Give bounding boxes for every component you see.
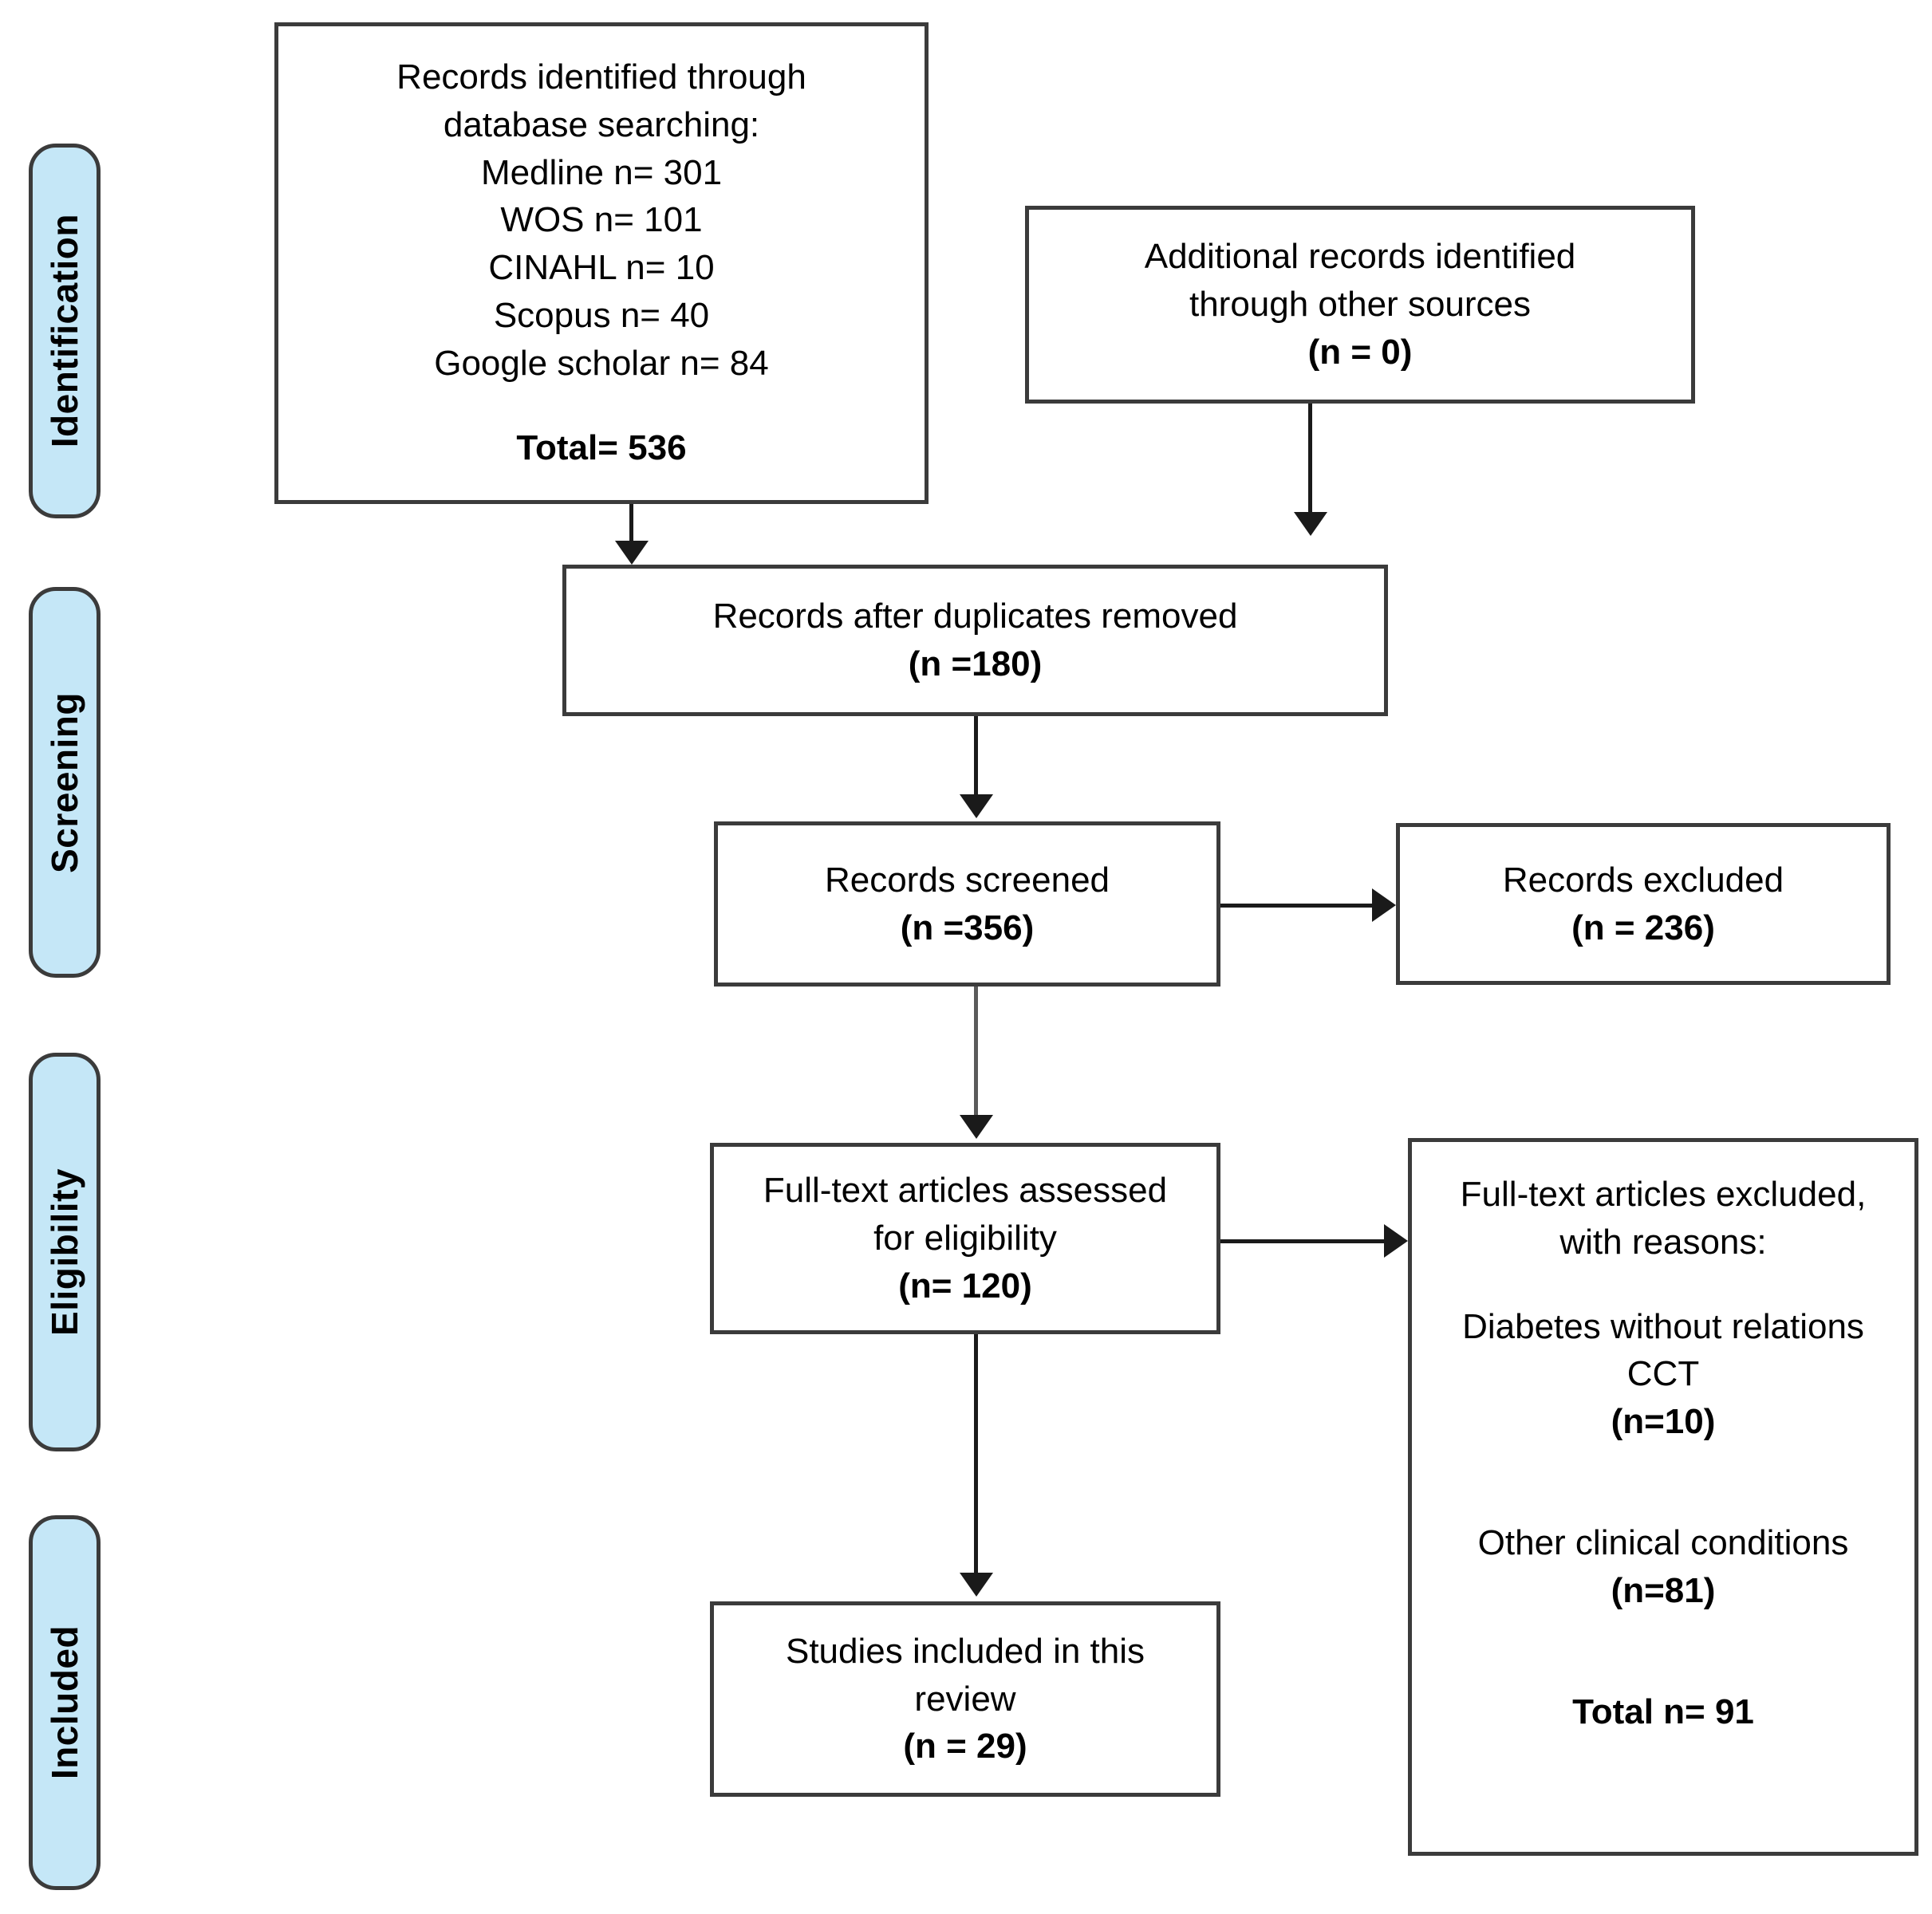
connector-additional-to-duplicates xyxy=(1308,404,1312,515)
connector-screened-to-excluded xyxy=(1220,904,1376,908)
box-line: for eligibility xyxy=(873,1219,1057,1258)
box-additional-records: Additional records identified through ot… xyxy=(1025,206,1695,404)
box-line: Studies included in this xyxy=(785,1631,1145,1671)
box-fulltext-assessed: Full-text articles assessed for eligibil… xyxy=(710,1143,1220,1334)
box-line-count: (n =356) xyxy=(900,908,1035,947)
box-line-total: Total n= 91 xyxy=(1572,1691,1754,1731)
phase-pill-identification: Identification xyxy=(29,144,101,518)
box-studies-included: Studies included in this review (n = 29) xyxy=(710,1601,1220,1797)
box-line: through other sources xyxy=(1189,285,1532,325)
box-line: with reasons: xyxy=(1559,1222,1767,1262)
box-line: Other clinical conditions xyxy=(1477,1523,1849,1563)
box-line: Additional records identified xyxy=(1144,237,1576,277)
box-line-count: (n = 236) xyxy=(1571,908,1715,947)
arrowhead-additional-to-duplicates xyxy=(1294,512,1327,536)
phase-pill-screening: Screening xyxy=(29,587,101,978)
box-line: Diabetes without relations xyxy=(1462,1306,1864,1346)
box-line: Full-text articles assessed xyxy=(763,1171,1168,1211)
arrowhead-fulltext-to-included xyxy=(960,1573,993,1597)
box-records-screened: Records screened (n =356) xyxy=(714,821,1220,987)
box-line: database searching: xyxy=(443,104,760,144)
box-records-after-duplicates: Records after duplicates removed (n =180… xyxy=(562,565,1388,716)
box-line: Records after duplicates removed xyxy=(712,597,1238,636)
box-line: review xyxy=(914,1679,1016,1719)
box-line: Records identified through xyxy=(396,57,806,96)
connector-fulltext-to-included xyxy=(974,1334,978,1575)
connector-identified-to-duplicates xyxy=(629,504,633,544)
box-line: Medline n= 301 xyxy=(480,152,723,192)
box-records-identified: Records identified through database sear… xyxy=(274,22,929,504)
box-line: Records screened xyxy=(824,860,1110,900)
box-line-count: (n =180) xyxy=(908,644,1043,683)
arrowhead-duplicates-to-screened xyxy=(960,794,993,818)
box-line: Scopus n= 40 xyxy=(493,296,710,336)
phase-label-included: Included xyxy=(44,1625,85,1780)
box-line: Google scholar n= 84 xyxy=(434,343,769,383)
box-line-total: Total= 536 xyxy=(516,427,687,467)
box-line-count: (n= 120) xyxy=(898,1266,1032,1306)
arrowhead-screened-to-fulltext xyxy=(960,1115,993,1139)
box-line-count: (n=10) xyxy=(1611,1402,1716,1442)
box-line-count: (n=81) xyxy=(1611,1570,1716,1610)
arrowhead-screened-to-excluded xyxy=(1372,888,1396,922)
phase-label-screening: Screening xyxy=(44,691,85,873)
box-fulltext-excluded-reasons: Full-text articles excluded, with reason… xyxy=(1408,1138,1918,1856)
phase-pill-eligibility: Eligibility xyxy=(29,1053,101,1451)
connector-duplicates-to-screened xyxy=(974,716,978,796)
box-line: Full-text articles excluded, xyxy=(1460,1175,1867,1214)
phase-label-eligibility: Eligibility xyxy=(44,1168,85,1336)
connector-screened-to-fulltext xyxy=(974,987,978,1118)
arrowhead-identified-to-duplicates xyxy=(615,541,649,565)
arrowhead-fulltext-to-excluded xyxy=(1384,1224,1408,1258)
box-line-count: (n = 0) xyxy=(1307,332,1413,372)
box-line: CINAHL n= 10 xyxy=(488,248,715,288)
box-line-count: (n = 29) xyxy=(903,1727,1027,1766)
box-records-excluded: Records excluded (n = 236) xyxy=(1396,823,1891,985)
connector-fulltext-to-excluded xyxy=(1220,1239,1388,1243)
phase-label-identification: Identification xyxy=(44,214,85,448)
phase-pill-included: Included xyxy=(29,1515,101,1890)
box-line: CCT xyxy=(1626,1354,1700,1394)
box-line: WOS n= 101 xyxy=(500,200,703,240)
box-line: Records excluded xyxy=(1502,860,1784,900)
